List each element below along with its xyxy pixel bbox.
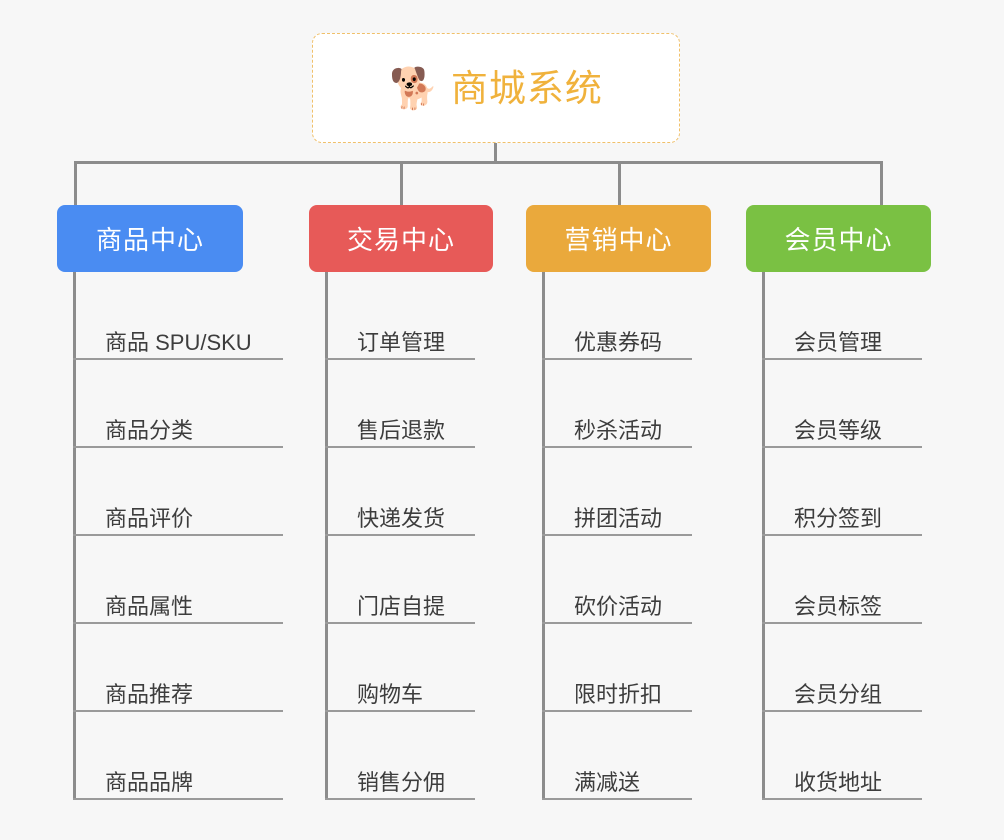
leaf-item-label: 商品推荐: [105, 682, 194, 707]
leaf-item-underline: [762, 710, 922, 712]
branch-drop-line-trade-center: [400, 161, 403, 205]
leaf-item[interactable]: 会员标签: [762, 536, 922, 624]
shiba-dog-face-icon: 🐕: [389, 67, 439, 111]
leaf-item-label: 收货地址: [794, 770, 883, 795]
leaf-item[interactable]: 积分签到: [762, 448, 922, 536]
category-header-label: 交易中心: [346, 225, 455, 255]
leaf-item[interactable]: 售后退款: [325, 360, 475, 448]
branch-bus-line: [74, 161, 883, 164]
leaf-item-underline: [73, 534, 283, 536]
leaf-item-underline: [762, 622, 922, 624]
leaf-item[interactable]: 会员管理: [762, 272, 922, 360]
leaf-item-label: 积分签到: [794, 506, 883, 531]
leaf-item[interactable]: 限时折扣: [542, 624, 692, 712]
leaf-item-label: 砍价活动: [574, 594, 663, 619]
leaf-item[interactable]: 购物车: [325, 624, 475, 712]
leaf-item-underline: [542, 358, 692, 360]
leaf-item[interactable]: 满减送: [542, 712, 692, 800]
leaf-item[interactable]: 秒杀活动: [542, 360, 692, 448]
leaf-item[interactable]: 收货地址: [762, 712, 922, 800]
leaf-item-underline: [542, 798, 692, 800]
leaf-item[interactable]: 会员等级: [762, 360, 922, 448]
leaf-item-underline: [542, 622, 692, 624]
leaf-item[interactable]: 商品推荐: [73, 624, 283, 712]
root-node-title: 商城系统: [450, 67, 603, 109]
leaf-item-underline: [325, 710, 475, 712]
leaf-item-label: 限时折扣: [574, 682, 663, 707]
leaf-item[interactable]: 优惠券码: [542, 272, 692, 360]
leaf-item-underline: [73, 798, 283, 800]
leaf-item[interactable]: 商品分类: [73, 360, 283, 448]
leaf-item[interactable]: 门店自提: [325, 536, 475, 624]
leaf-item-label: 门店自提: [357, 594, 446, 619]
leaf-item-underline: [542, 446, 692, 448]
leaf-item-label: 购物车: [357, 682, 424, 707]
category-header-member-center[interactable]: 会员中心: [746, 205, 931, 272]
leaf-item-label: 订单管理: [357, 330, 446, 355]
leaf-item-underline: [762, 534, 922, 536]
leaf-item[interactable]: 销售分佣: [325, 712, 475, 800]
leaf-item-label: 会员标签: [794, 594, 883, 619]
leaf-item-label: 会员管理: [794, 330, 883, 355]
leaf-item-underline: [762, 798, 922, 800]
leaf-item-underline: [762, 358, 922, 360]
leaf-item[interactable]: 商品品牌: [73, 712, 283, 800]
leaf-item-label: 商品评价: [105, 506, 194, 531]
category-header-marketing-center[interactable]: 营销中心: [526, 205, 711, 272]
leaf-item[interactable]: 订单管理: [325, 272, 475, 360]
leaf-item-underline: [325, 446, 475, 448]
category-header-label: 营销中心: [564, 225, 673, 255]
branch-drop-line-member-center: [879, 161, 883, 205]
leaf-item-label: 商品分类: [105, 418, 194, 443]
leaf-item-label: 会员分组: [794, 682, 883, 707]
leaf-spine-line: [542, 272, 545, 800]
leaf-item-underline: [325, 358, 475, 360]
leaf-item-label: 满减送: [574, 770, 641, 795]
leaf-item[interactable]: 砍价活动: [542, 536, 692, 624]
category-header-label: 商品中心: [95, 225, 204, 255]
leaf-item-label: 优惠券码: [574, 330, 663, 355]
leaf-item-underline: [73, 622, 283, 624]
leaf-item[interactable]: 商品属性: [73, 536, 283, 624]
leaf-item-label: 售后退款: [357, 418, 446, 443]
leaf-spine-line: [762, 272, 765, 800]
leaf-item-underline: [542, 534, 692, 536]
leaf-item[interactable]: 商品评价: [73, 448, 283, 536]
leaf-item-underline: [325, 798, 475, 800]
leaf-item-underline: [325, 622, 475, 624]
leaf-item-underline: [73, 710, 283, 712]
root-node[interactable]: 🐕 商城系统: [312, 33, 680, 143]
leaf-item-label: 快递发货: [357, 506, 446, 531]
branch-drop-line-marketing-center: [617, 161, 621, 205]
leaf-spine-line: [325, 272, 328, 800]
leaf-item-underline: [73, 446, 283, 448]
leaf-item-underline: [762, 446, 922, 448]
leaf-item-label: 拼团活动: [574, 506, 663, 531]
leaf-item[interactable]: 拼团活动: [542, 448, 692, 536]
leaf-item[interactable]: 快递发货: [325, 448, 475, 536]
branch-drop-line-product-center: [74, 161, 77, 205]
leaf-item-label: 商品 SPU/SKU: [105, 330, 252, 355]
leaf-item-underline: [542, 710, 692, 712]
leaf-item-label: 商品属性: [105, 594, 194, 619]
leaf-item[interactable]: 会员分组: [762, 624, 922, 712]
leaf-item-label: 会员等级: [794, 418, 883, 443]
leaf-item-underline: [325, 534, 475, 536]
leaf-item[interactable]: 商品 SPU/SKU: [73, 272, 283, 360]
leaf-item-underline: [73, 358, 283, 360]
category-header-product-center[interactable]: 商品中心: [57, 205, 243, 272]
category-header-label: 会员中心: [784, 225, 893, 255]
leaf-item-label: 秒杀活动: [574, 418, 663, 443]
leaf-item-label: 商品品牌: [105, 770, 194, 795]
leaf-item-label: 销售分佣: [357, 770, 446, 795]
category-header-trade-center[interactable]: 交易中心: [309, 205, 493, 272]
leaf-spine-line: [73, 272, 76, 800]
root-stem-line: [494, 143, 497, 164]
